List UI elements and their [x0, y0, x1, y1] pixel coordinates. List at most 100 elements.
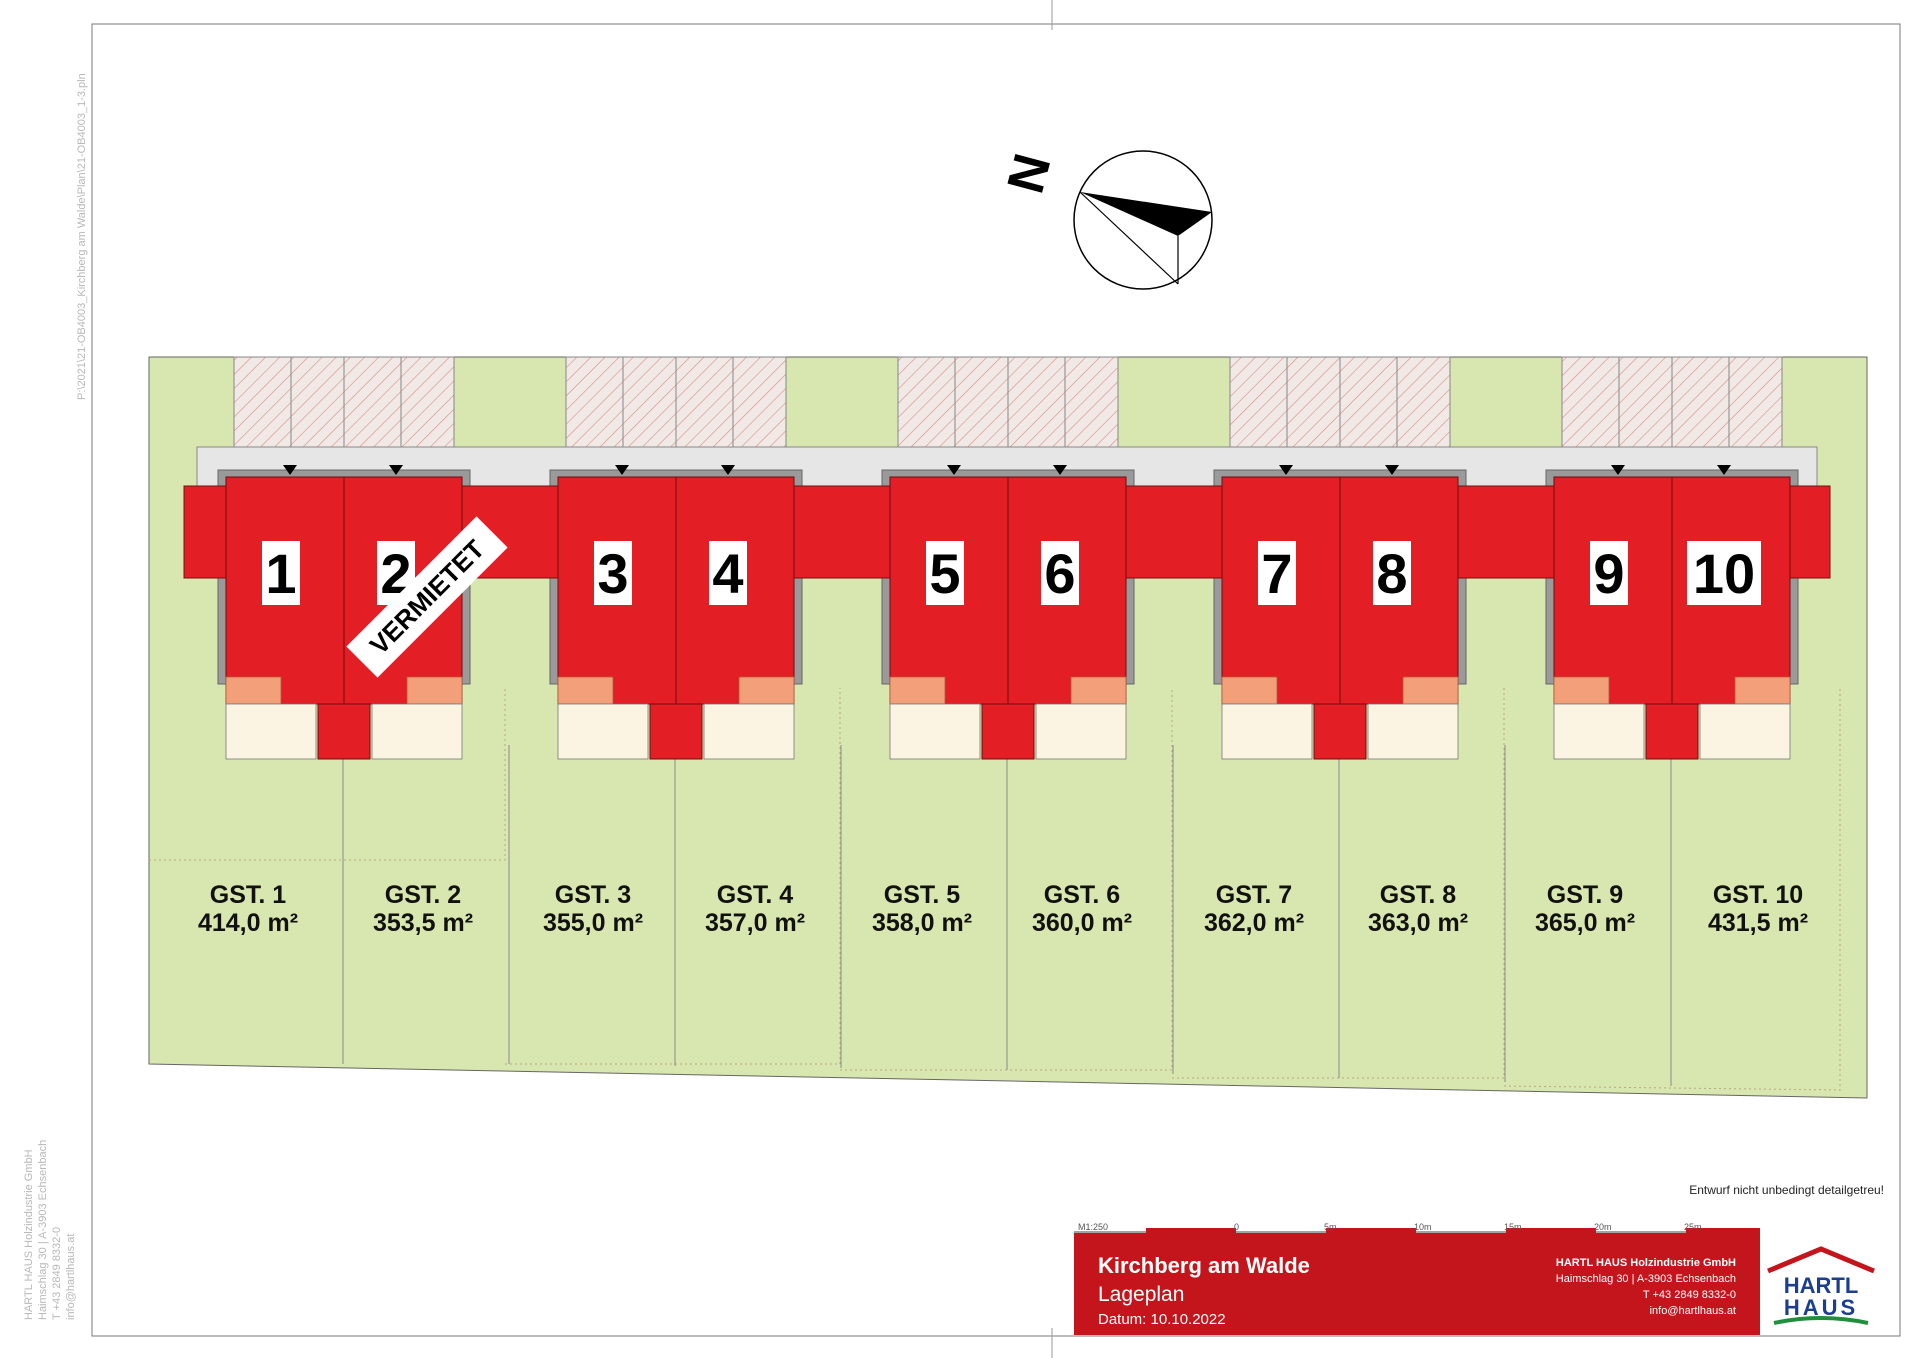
entry-strip [317, 703, 371, 760]
scale-label: M1:250 [1078, 1222, 1109, 1232]
terrace [1553, 676, 1610, 705]
plot-number: GST. 9 [1547, 881, 1623, 909]
house-number: 4 [712, 542, 743, 605]
company-name: HARTL HAUS Holzindustrie GmbH [1555, 1257, 1736, 1269]
house-number-box [1258, 541, 1296, 605]
plot-area: 357,0 m² [705, 909, 805, 937]
patio [371, 703, 463, 760]
north-arrow: N [997, 148, 1213, 290]
plot-dividers [342, 745, 1672, 1086]
entry-strip [1645, 703, 1699, 760]
parking-areas [233, 356, 1783, 448]
patio [1699, 703, 1791, 760]
plot-number: GST. 4 [717, 881, 794, 909]
drawing-frame [91, 23, 1901, 1337]
patio [889, 703, 981, 760]
plot-number: GST. 1 [210, 881, 287, 909]
plot-boundaries [149, 688, 1841, 1091]
patio [557, 703, 649, 760]
house-number: 7 [1261, 542, 1292, 605]
house-number: 1 [265, 542, 296, 605]
entrance-marker [1717, 465, 1731, 475]
patio [1221, 703, 1313, 760]
terrace [889, 676, 946, 705]
house-number: 8 [1376, 542, 1407, 605]
entry-strip [981, 703, 1035, 760]
disclaimer-note: Entwurf nicht unbedingt detailgetreu! [1689, 1183, 1884, 1197]
plot-number: GST. 7 [1216, 881, 1292, 909]
plot-number: GST. 8 [1380, 881, 1457, 909]
logo-line1: HARTL [1784, 1273, 1859, 1298]
terrace [557, 676, 614, 705]
plot-number: GST. 6 [1044, 881, 1120, 909]
plot-number: GST. 10 [1713, 881, 1803, 909]
scale-tick-0: 0 [1234, 1222, 1240, 1232]
house-number: 6 [1044, 542, 1075, 605]
scale-tick-25m: 25m [1684, 1222, 1702, 1232]
scale-tick-10m: 10m [1414, 1222, 1432, 1232]
house-number-box [709, 541, 747, 605]
plan-type: Lageplan [1098, 1283, 1185, 1306]
house-number-box [594, 541, 632, 605]
house-number-box [1687, 541, 1761, 605]
plot-number: GST. 5 [884, 881, 961, 909]
terrace [225, 676, 282, 705]
hartl-haus-logo: HARTL HAUS [1760, 1233, 1882, 1335]
house-number: 9 [1593, 542, 1624, 605]
house-number-box [1041, 541, 1079, 605]
company-phone: T +43 2849 8332-0 [1642, 1289, 1736, 1301]
house-number-box [926, 541, 964, 605]
terrace [1221, 676, 1278, 705]
plot-area: 362,0 m² [1204, 909, 1304, 937]
patio [225, 703, 317, 760]
plot-area: 363,0 m² [1368, 909, 1468, 937]
company-email: info@hartlhaus.at [1649, 1305, 1736, 1317]
company-address: Haimschlag 30 | A-3903 Echsenbach [1555, 1273, 1736, 1285]
entrance-marker [283, 465, 297, 475]
plot-number: GST. 3 [555, 881, 631, 909]
plot-number: GST. 2 [385, 881, 461, 909]
house-number: 3 [597, 542, 628, 605]
terrace [1070, 676, 1127, 705]
terrace [406, 676, 463, 705]
entrance-marker [1053, 465, 1067, 475]
scale-tick-20m: 20m [1594, 1222, 1612, 1232]
entrance-marker [1279, 465, 1293, 475]
rented-stamp-box [346, 516, 508, 678]
terrace [1402, 676, 1459, 705]
plan-date: Datum: 10.10.2022 [1098, 1311, 1226, 1328]
patio [1367, 703, 1459, 760]
plot-lines-between-pairs [508, 745, 1506, 1082]
house-number-box [1590, 541, 1628, 605]
house-number-box [262, 541, 300, 605]
house-number: 10 [1693, 542, 1755, 605]
scale-tick-5m: 5m [1324, 1222, 1337, 1232]
north-letter: N [997, 148, 1063, 199]
patio [1035, 703, 1127, 760]
entrance-marker [1385, 465, 1399, 475]
terrace [1734, 676, 1791, 705]
plot-area: 355,0 m² [543, 909, 643, 937]
company-info: HARTL HAUS Holzindustrie GmbH Haimschlag… [1556, 1255, 1736, 1319]
logo-graphic: HARTL HAUS [1767, 1246, 1875, 1325]
plot-area: 358,0 m² [872, 909, 972, 937]
project-title: Kirchberg am Walde [1098, 1253, 1310, 1278]
plot-area: 365,0 m² [1535, 909, 1635, 937]
north-arrow-line [1079, 191, 1179, 285]
entrance-marker [721, 465, 735, 475]
plot-area: 431,5 m² [1708, 909, 1808, 937]
plot-area: 414,0 m² [198, 909, 298, 937]
logo-line2: HAUS [1784, 1295, 1858, 1320]
house-number-box [1373, 541, 1411, 605]
patio [703, 703, 795, 760]
entrance-marker [1611, 465, 1625, 475]
